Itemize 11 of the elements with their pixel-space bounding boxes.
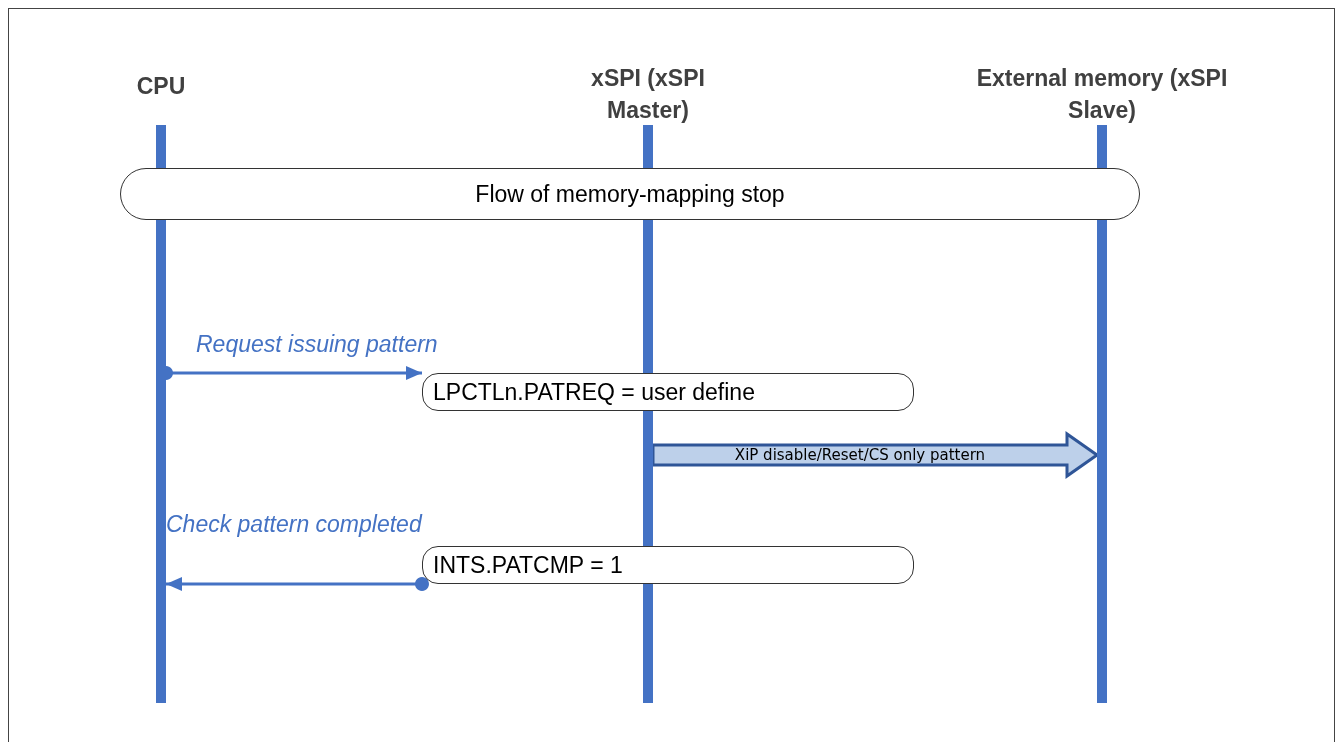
lifeline-header: External memory (xSPI Slave) <box>975 64 1229 125</box>
block-arrow <box>651 431 1100 479</box>
arrow-label: XiP disable/Reset/CS only pattern <box>733 445 987 465</box>
message-arrow <box>166 577 429 591</box>
edge-label: Check pattern completed <box>166 511 422 538</box>
register-box: INTS.PATCMP = 1 <box>422 546 914 584</box>
phase-band: Flow of memory-mapping stop <box>120 168 1140 220</box>
edge-label: Request issuing pattern <box>196 331 438 358</box>
lifeline-header: CPU <box>135 72 187 101</box>
register-box: LPCTLn.PATREQ = user define <box>422 373 914 411</box>
lifeline-header: xSPI (xSPI Master) <box>590 64 706 125</box>
